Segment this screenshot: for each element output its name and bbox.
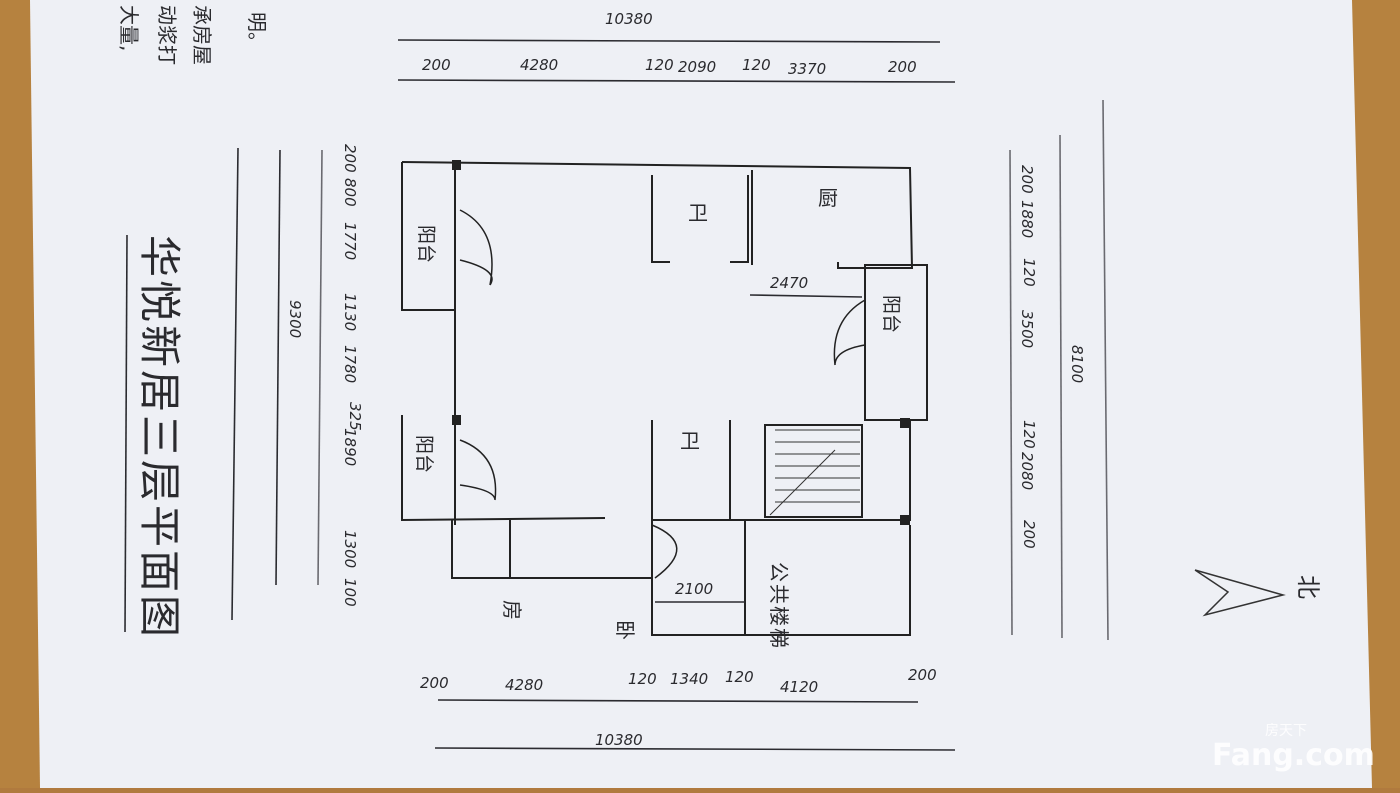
walls — [401, 160, 928, 636]
dim-label: 1770 — [341, 222, 359, 260]
dim-label: 10380 — [605, 10, 653, 28]
note-line: 承房屋 — [190, 5, 214, 65]
dim-label: 2100 — [675, 580, 713, 598]
dim-label: 200 — [908, 666, 937, 684]
dim-label: 200 — [341, 144, 359, 173]
room-label-balcony: 阳台 — [880, 295, 902, 333]
room-labels: 阳台 阳台 阳台 卫 卫 厨 公共楼梯 卧 房 — [413, 186, 902, 650]
dim-label: 120 — [645, 56, 674, 74]
inner-dimension-line — [749, 294, 863, 298]
doors — [459, 209, 866, 579]
room-label-balcony: 阳台 — [415, 225, 437, 263]
dim-label: 200 — [1018, 165, 1036, 194]
dim-label: 120 — [1020, 258, 1038, 287]
dim-label: 100 — [341, 578, 359, 607]
note-line: 动浆打 — [155, 5, 179, 65]
room-label-bedroom: 房 — [500, 600, 524, 620]
dim-label: 120 — [628, 670, 657, 688]
note-line: 大量, — [117, 5, 141, 51]
room-label-bedroom: 卧 — [613, 620, 637, 640]
watermark-cn: 房天下 — [1265, 723, 1307, 739]
room-label-kitchen: 厨 — [818, 186, 838, 210]
dim-label: 3370 — [788, 60, 826, 78]
dim-label: 3500 — [1018, 310, 1036, 348]
dim-label: 8100 — [1068, 345, 1086, 383]
dim-label: 200 — [888, 58, 917, 76]
dim-label: 325 — [346, 402, 364, 431]
dim-label: 1890 — [341, 428, 359, 466]
dim-label: 2470 — [770, 274, 808, 292]
top-dimensions: 10380 200 4280 120 2090 120 3370 200 — [397, 10, 956, 83]
bottom-dimensions: 200 4280 120 1340 120 4120 200 10380 — [420, 666, 956, 751]
dim-label: 120 — [742, 56, 771, 74]
dim-label: 4120 — [780, 678, 818, 696]
north-label: 北 — [1294, 575, 1322, 599]
page-title: 华悦新居三层平面图 — [135, 235, 184, 640]
room-label-balcony: 阳台 — [413, 435, 435, 473]
dim-label: 200 — [422, 56, 451, 74]
dim-label: 1780 — [341, 345, 359, 383]
dim-label: 9300 — [286, 300, 304, 338]
watermark: 房天下 Fang.com — [1212, 723, 1375, 773]
dim-label: 10380 — [595, 731, 643, 749]
dim-label: 1880 — [1018, 200, 1036, 238]
paper-sheet — [30, 0, 1372, 788]
right-dimensions: 200 1880 120 3500 120 2080 200 8100 — [1009, 99, 1109, 641]
note-line: 明。 — [245, 12, 269, 52]
margin-notes: 明。 承房屋 动浆打 大量, — [117, 5, 269, 65]
north-arrow-icon — [1194, 569, 1286, 617]
dim-label: 200 — [420, 674, 449, 692]
dim-label: 1300 — [341, 530, 359, 568]
dim-label: 1340 — [670, 670, 708, 688]
dim-label: 4280 — [505, 676, 543, 694]
room-label-bathroom: 卫 — [688, 201, 708, 225]
dim-label: 200 — [1020, 520, 1038, 549]
dim-label: 4280 — [520, 56, 558, 74]
watermark-en: Fang.com — [1212, 738, 1375, 773]
dim-label: 2080 — [1018, 452, 1036, 490]
room-label-stairs: 公共楼梯 — [767, 562, 791, 650]
title-underline — [124, 234, 128, 633]
room-label-bathroom: 卫 — [680, 429, 700, 453]
dim-label: 1130 — [341, 293, 359, 331]
left-dimensions: 9300 200 800 1770 1130 1780 325 1890 130… — [231, 144, 364, 621]
dim-label: 800 — [341, 178, 359, 207]
dim-label: 120 — [1020, 420, 1038, 449]
dim-label: 120 — [725, 668, 754, 686]
dim-label: 2090 — [678, 58, 716, 76]
